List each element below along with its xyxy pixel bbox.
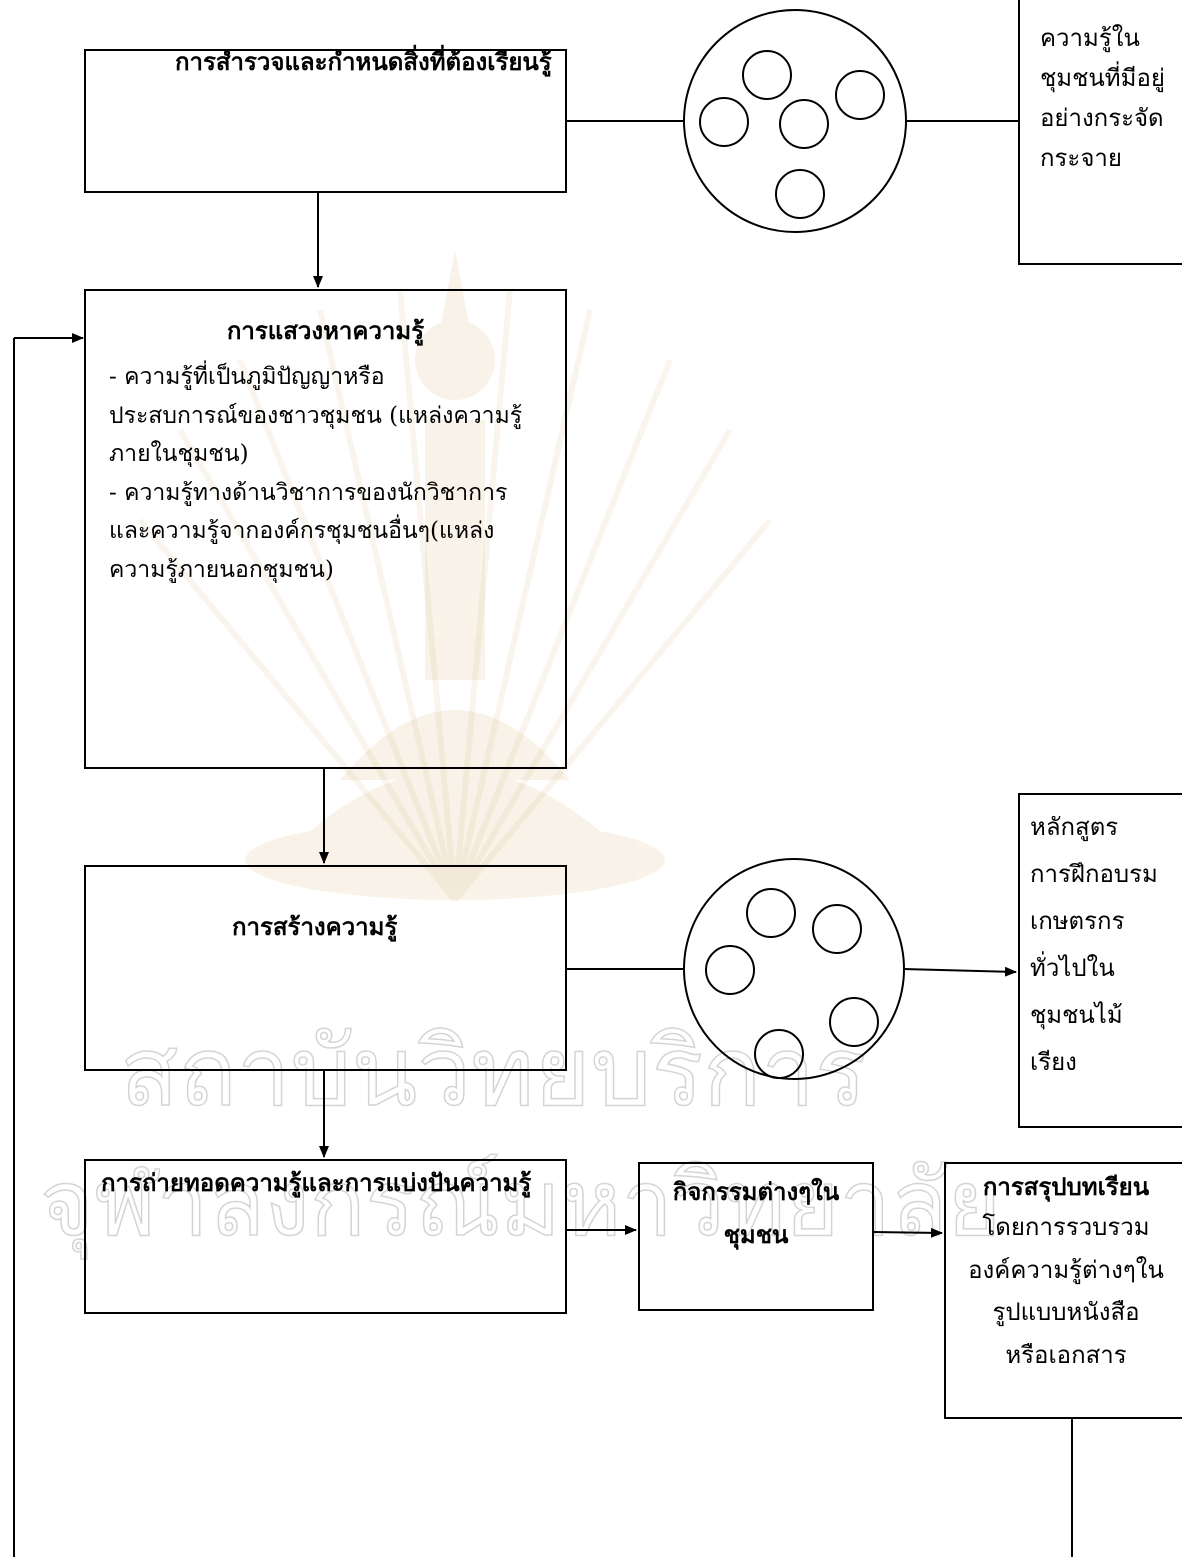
transfer-knowledge-box bbox=[84, 1159, 567, 1314]
curriculum-box bbox=[1018, 793, 1182, 1128]
create-knowledge-box bbox=[84, 865, 567, 1071]
seek-knowledge-box bbox=[84, 289, 567, 769]
seek-knowledge-body: - ความรู้ที่เป็นภูมิปัญญาหรือ ประสบการณ์… bbox=[109, 364, 523, 583]
lessons-learned-box bbox=[944, 1162, 1182, 1419]
lessons-learned-title: การสรุปบทเรียน bbox=[982, 1172, 1150, 1201]
survey-title: การสำรวจและกำหนดสิ่งที่ต้องเรียนรู้ bbox=[175, 47, 552, 76]
watermark-line-2: จุฬาลงกรณ์มหาวิทยาลัย bbox=[40, 1150, 1001, 1260]
emblem-rays bbox=[137, 289, 773, 902]
emblem-watermark bbox=[245, 250, 665, 900]
scattered-knowledge-box bbox=[1018, 0, 1182, 265]
create-knowledge-title: การสร้างความรู้ bbox=[232, 912, 398, 941]
community-activities-box bbox=[638, 1162, 874, 1311]
curriculum-text: หลักสูตร การฝึกอบรม เกษตรกร ทั่วไปใน ชุม… bbox=[1030, 813, 1158, 1076]
transfer-knowledge-title: การถ่ายทอดความรู้และการแบ่งปันความรู้ bbox=[101, 1168, 532, 1197]
seek-knowledge-title: การแสวงหาความรู้ bbox=[226, 316, 425, 345]
lessons-learned-body: โดยการรวบรวม องค์ความรู้ต่างๆใน รูปแบบหน… bbox=[968, 1213, 1164, 1369]
community-activities-title: กิจกรรมต่างๆใน ชุมชน bbox=[672, 1177, 840, 1249]
knowledge-cluster-top bbox=[683, 9, 907, 233]
survey-box bbox=[84, 49, 567, 193]
watermark-line-1: สถาบันวิทยบริการ bbox=[120, 1016, 867, 1128]
arrow-cluster-to-curriculum bbox=[902, 966, 1017, 977]
knowledge-cluster-middle bbox=[683, 858, 905, 1080]
arrow-activities-to-lessons bbox=[872, 1227, 943, 1238]
scattered-knowledge-text: ความรู้ใน ชุมชนที่มีอยู่ อย่างกระจัด กระ… bbox=[1040, 24, 1165, 172]
